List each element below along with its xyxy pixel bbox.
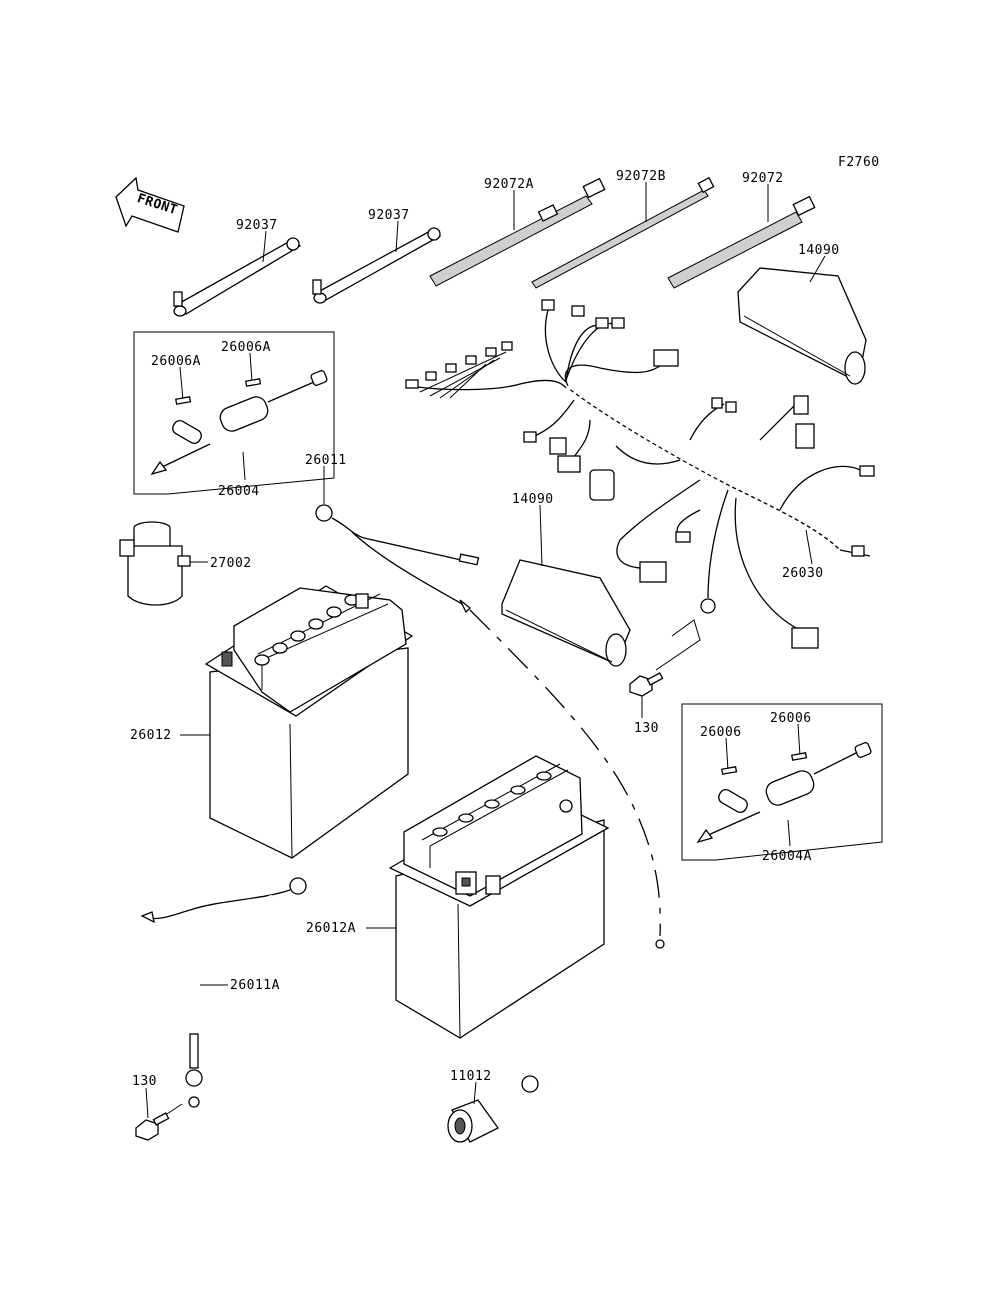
label-26011: 26011: [305, 453, 347, 468]
label-26011A: 26011A: [230, 978, 280, 993]
bolt-130-top: [629, 672, 664, 697]
figure-code: F2760: [838, 155, 880, 170]
relay-27002: [119, 521, 191, 606]
label-26012A: 26012A: [306, 921, 356, 936]
fuse-kit-box-26004A: [681, 703, 883, 861]
label-27002: 27002: [210, 556, 252, 571]
label-11012: 11012: [450, 1069, 492, 1084]
lead-11012-cable: [521, 939, 665, 1093]
front-arrow-icon: FRONT: [115, 176, 185, 233]
label-26012: 26012: [130, 728, 172, 743]
bolt-130-bottom: [135, 1112, 170, 1141]
fuse-holder-26004: [150, 370, 328, 476]
boot-14090-mid: [501, 559, 631, 667]
vent-hose-dashed: [469, 609, 661, 937]
label-26006-2: 26006: [770, 711, 812, 726]
label-26006A-2: 26006A: [221, 340, 271, 355]
label-92072: 92072: [742, 171, 784, 186]
strap-92037-b: [312, 227, 442, 304]
label-26006-1: 26006: [700, 725, 742, 740]
label-14090-mid: 14090: [512, 492, 554, 507]
fuse-kit-box-26004: [133, 331, 335, 495]
label-26030: 26030: [782, 566, 824, 581]
cable-tie-92072: [667, 195, 816, 289]
label-14090-top: 14090: [798, 243, 840, 258]
label-130-bottom: 130: [132, 1074, 157, 1089]
lead-26011A: [140, 877, 307, 1108]
label-26004A: 26004A: [762, 849, 812, 864]
label-92072B: 92072B: [616, 169, 666, 184]
label-92037-b: 92037: [368, 208, 410, 223]
cable-tie-92072B: [531, 176, 715, 289]
label-130-top: 130: [634, 721, 659, 736]
label-26006A-1: 26006A: [151, 354, 201, 369]
terminal-cap-11012: [447, 1099, 499, 1143]
fuse-holder-26004A: [696, 742, 872, 844]
label-92072A: 92072A: [484, 177, 534, 192]
label-92037-a: 92037: [236, 218, 278, 233]
boot-14090-top: [737, 267, 867, 385]
lead-26011: [315, 504, 480, 614]
strap-92037-a: [173, 237, 302, 317]
battery-26012A: [388, 755, 610, 1039]
label-26004: 26004: [218, 484, 260, 499]
wiring-harness-26030: [405, 299, 875, 649]
battery-26012: [204, 585, 414, 859]
cable-tie-92072A: [429, 177, 606, 287]
